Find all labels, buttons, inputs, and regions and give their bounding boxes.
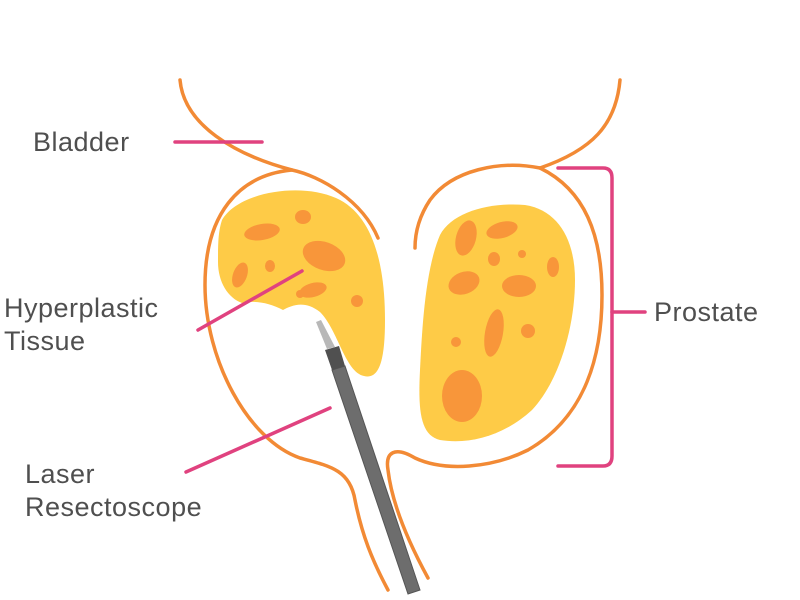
resectoscope-collar bbox=[325, 346, 345, 370]
prostate-bracket bbox=[556, 166, 614, 468]
laser-label-line1: Laser bbox=[25, 459, 96, 489]
left-lobe-spots bbox=[232, 210, 363, 307]
laser-leader-line bbox=[184, 406, 332, 474]
hyperplastic-tissue-label: Hyperplastic Tissue bbox=[4, 292, 159, 358]
laser-resectoscope bbox=[316, 320, 421, 595]
prostate-outline-right bbox=[385, 166, 604, 580]
bladder-outline-right bbox=[413, 78, 622, 250]
laser-label-line2: Resectoscope bbox=[25, 492, 203, 522]
leader-lines bbox=[173, 140, 647, 474]
hyperplastic-leader-line bbox=[196, 269, 304, 332]
hyperplastic-label-line1: Hyperplastic bbox=[4, 293, 159, 323]
laser-resectoscope-label: Laser Resectoscope bbox=[25, 458, 202, 524]
resectoscope-tip bbox=[316, 320, 335, 349]
resectoscope-shaft bbox=[331, 365, 421, 595]
hyperplastic-label-line2: Tissue bbox=[4, 326, 86, 356]
prostate-label: Prostate bbox=[654, 297, 759, 327]
right-lobe-spots bbox=[442, 220, 559, 422]
bladder-label: Bladder bbox=[33, 127, 130, 157]
